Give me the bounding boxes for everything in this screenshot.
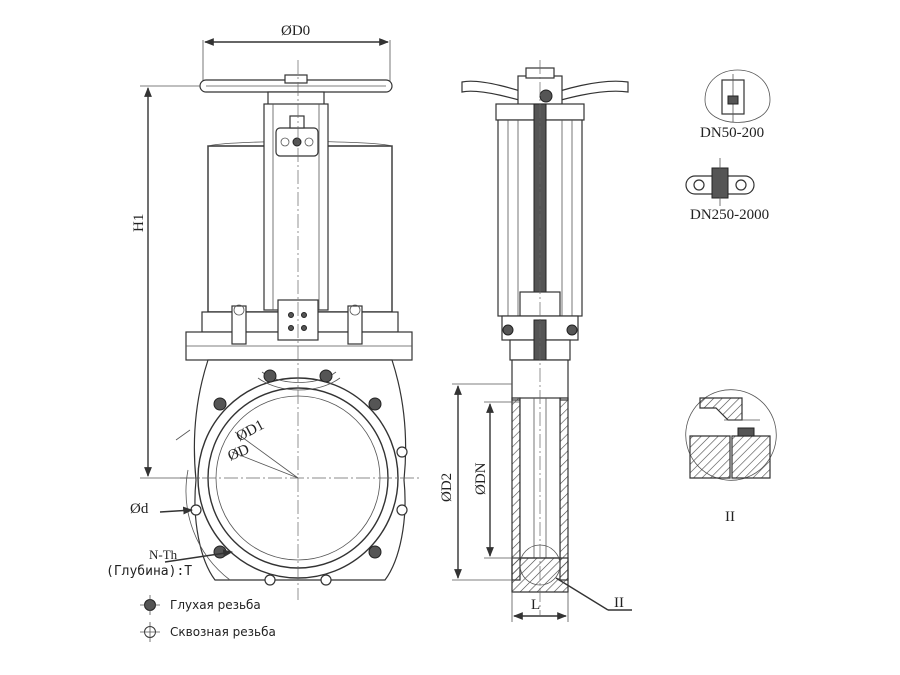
section-ii-detail (685, 389, 777, 481)
through-thread-hole (190, 504, 202, 516)
through-thread-hole (396, 504, 408, 516)
legend-blind-label: Глухая резьба (170, 598, 261, 612)
dim-l-label: L (531, 597, 541, 613)
front-view (140, 38, 420, 600)
dim-d0-label: ØD0 (281, 23, 311, 39)
handwheel (199, 74, 393, 107)
dim-dn-label: ØDN (473, 462, 489, 496)
dim-h1-label: H1 (131, 213, 147, 232)
packing-flange (185, 299, 413, 361)
blind-thread-hole (263, 369, 277, 383)
legend-through-label: Сквозная резьба (170, 625, 276, 639)
dim-small-d-label: Ød (130, 501, 149, 517)
blind-thread-hole (368, 397, 382, 411)
side-body (511, 60, 569, 615)
blind-thread-hole (319, 369, 333, 383)
detail-dn50-200 (704, 69, 771, 123)
depth-label: (Глубина):T (106, 564, 193, 579)
dim-d2-label: ØD2 (439, 472, 455, 502)
n-th-label: N-Th (149, 547, 178, 562)
blind-thread-hole (368, 545, 382, 559)
detail-dn250-2000 (685, 158, 755, 206)
blind-thread-hole (213, 397, 227, 411)
valve-body (175, 60, 420, 600)
detail-dn50-label: DN50-200 (700, 125, 765, 141)
through-thread-hole (320, 574, 332, 586)
through-thread-hole (396, 446, 408, 458)
yoke (207, 103, 393, 313)
through-thread-hole (264, 574, 276, 586)
section-ref-label: II (614, 595, 624, 611)
legend-through-marker (140, 622, 160, 642)
blind-thread-hole (213, 545, 227, 559)
detail-dn250-label: DN250-2000 (690, 207, 770, 223)
legend-blind-marker (140, 595, 160, 615)
side-view (452, 60, 632, 622)
section-title-label: II (725, 509, 735, 525)
